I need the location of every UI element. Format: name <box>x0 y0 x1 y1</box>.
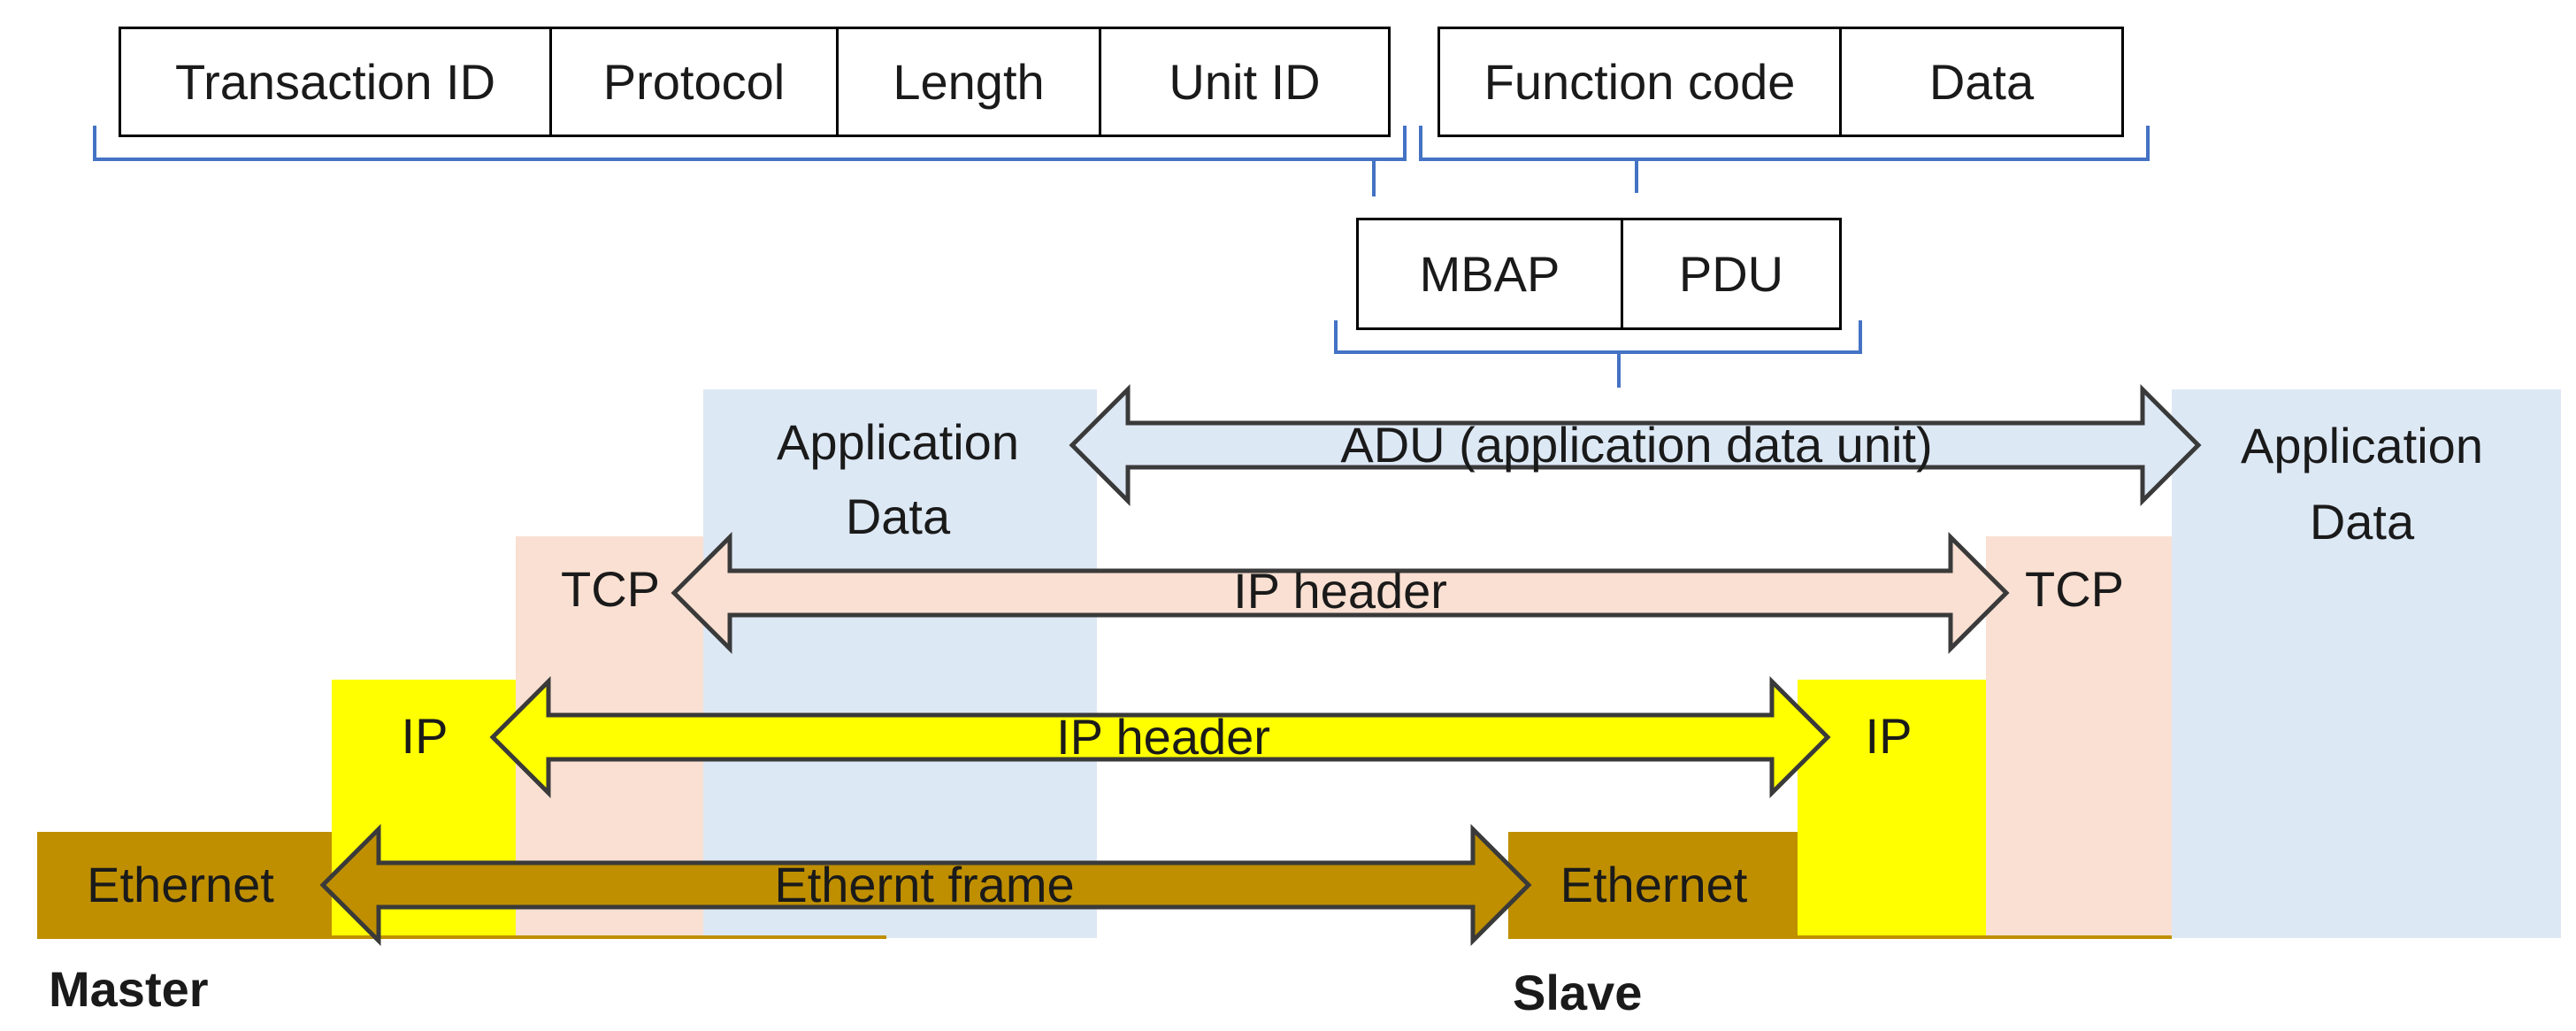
master-node-label: Master <box>49 961 209 1017</box>
master-ethernet-label: Ethernet <box>87 857 274 912</box>
unit-id-field: Unit ID <box>1099 27 1391 137</box>
slave-ethernet-label: Ethernet <box>1560 857 1748 912</box>
length-field: Length <box>836 27 1101 137</box>
slave-ip-layer <box>1798 680 1986 938</box>
slave-application-label-line1: Application <box>2241 418 2483 473</box>
pdu-bracket <box>1419 126 2150 161</box>
adu-bracket <box>1334 320 1862 354</box>
slave-application-label-line2: Data <box>2309 494 2415 550</box>
master-ip-label: IP <box>401 708 448 764</box>
tcp-arrow-label: IP header <box>1233 563 1447 619</box>
master-baseline <box>37 935 886 939</box>
slave-tcp-label: TCP <box>2025 561 2124 617</box>
slave-application-layer <box>2172 389 2561 938</box>
master-application-label-line1: Application <box>777 414 1019 470</box>
ethernet-double-arrow <box>319 823 1532 947</box>
slave-node-label: Slave <box>1513 965 1643 1020</box>
master-application-layer <box>703 389 1097 938</box>
adu-arrow-label: ADU (application data unit) <box>1340 417 1933 473</box>
master-ethernet-layer <box>37 832 332 938</box>
slave-baseline <box>1508 935 2172 939</box>
slave-ip-label: IP <box>1865 708 1913 764</box>
mbap-box: MBAP <box>1356 218 1623 330</box>
adu-double-arrow <box>1069 383 2202 507</box>
master-application-label-line2: Data <box>845 489 951 544</box>
data-field: Data <box>1839 27 2124 137</box>
ethernet-arrow-label: Ethernt frame <box>774 857 1075 912</box>
ip-arrow-label: IP header <box>1056 709 1270 765</box>
slave-tcp-layer <box>1986 536 2172 938</box>
tcp-double-arrow <box>671 531 2010 655</box>
function-code-field: Function code <box>1438 27 1842 137</box>
slave-ethernet-layer <box>1508 832 1798 938</box>
mbap-bracket <box>93 126 1407 161</box>
transaction-id-field: Transaction ID <box>119 27 552 137</box>
ip-double-arrow <box>489 675 1831 799</box>
master-tcp-label: TCP <box>561 561 660 617</box>
protocol-field: Protocol <box>549 27 839 137</box>
pdu-box: PDU <box>1621 218 1842 330</box>
